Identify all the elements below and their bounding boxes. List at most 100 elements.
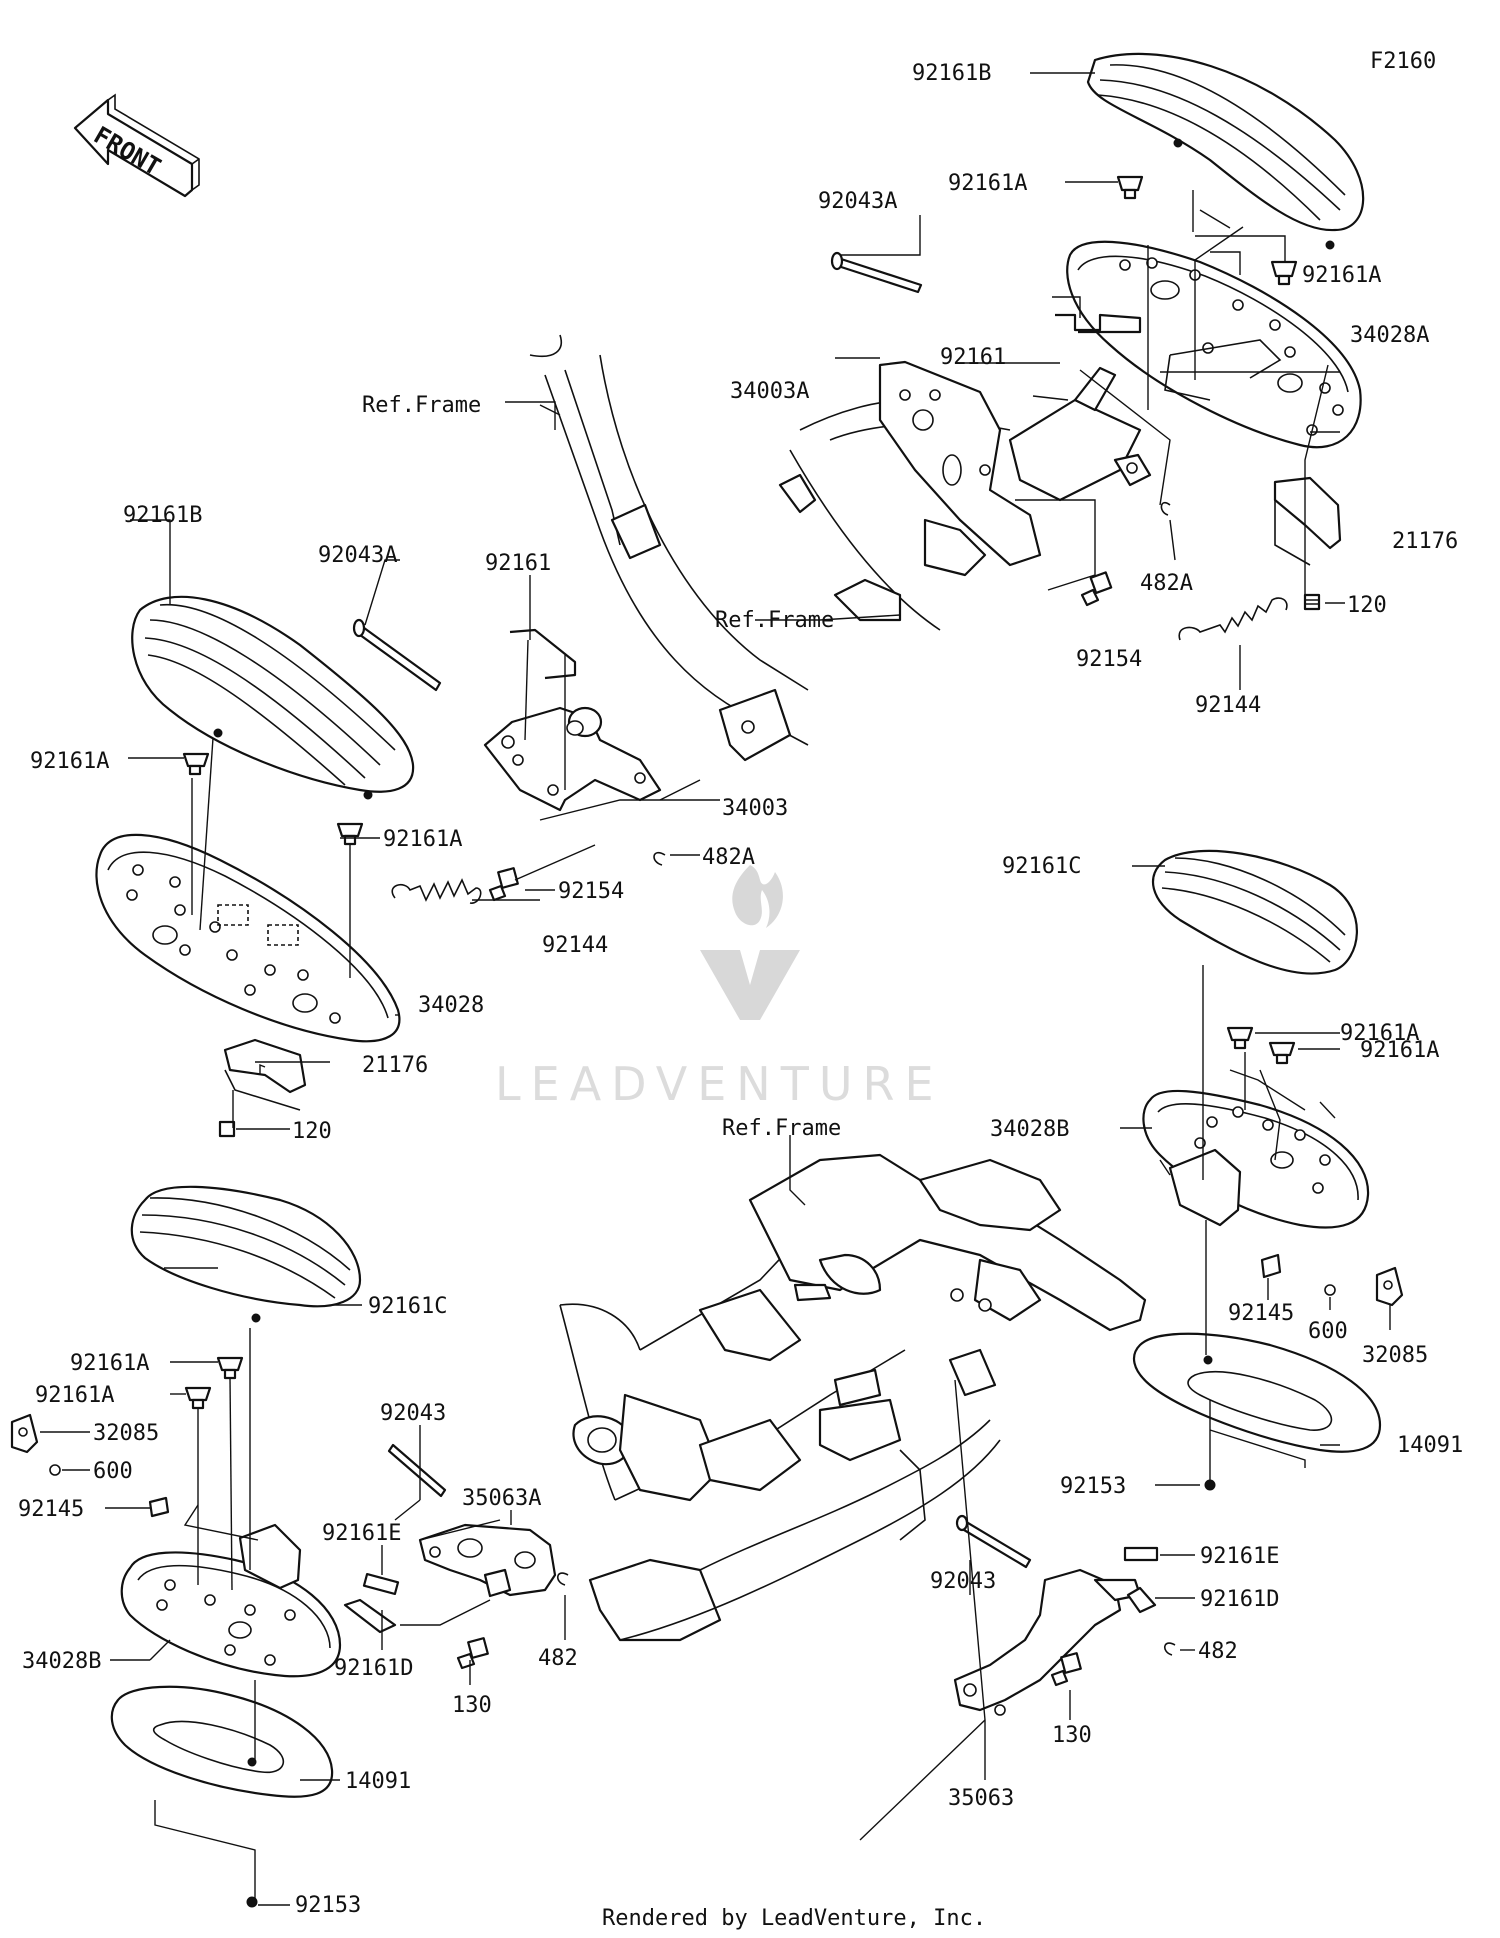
bracket-34003 (483, 706, 662, 812)
bolt-130-right (1050, 1652, 1082, 1687)
damper-92161A-l1 (182, 752, 210, 768)
label-482-right: 482 (1198, 1639, 1238, 1664)
footboard-right-top (1066, 52, 1365, 611)
label-34028B-right: 34028B (990, 1117, 1069, 1142)
label-120-tr: 120 (1347, 593, 1387, 618)
footer-credit: Rendered by LeadVenture, Inc. (602, 1906, 986, 1931)
label-32085-left: 32085 (93, 1421, 159, 1446)
bracket-35063-assembly (953, 1514, 1176, 1716)
ref-frame-center (529, 334, 809, 762)
label-130-center: 130 (452, 1693, 492, 1718)
damper-92161A-l2 (336, 822, 364, 838)
label-92161A-right1: 92161A (1340, 1021, 1419, 1046)
label-92161A-bl2: 92161A (35, 1383, 114, 1408)
floorboard-14091-right (1132, 1332, 1382, 1453)
footboard-right-mid (1132, 849, 1404, 1491)
footboard-plate-34028B-right (1142, 1089, 1370, 1229)
rubber-pad-92161B-left (131, 595, 415, 793)
bracket-35063A-assembly (343, 1443, 569, 1670)
label-ref-frame-c: Ref.Frame (722, 1116, 841, 1141)
part-labels: 92161B 92161A 92043A 92161A 92161 34028A… (18, 61, 1463, 1918)
watermark-text: LEADVENTURE (495, 1057, 944, 1111)
label-92161A-right2: 92161A (1360, 1038, 1439, 1063)
ball-600-left (49, 1464, 61, 1476)
spring-92145-right (1260, 1253, 1282, 1279)
label-600-right: 600 (1308, 1319, 1348, 1344)
floorboard-14091-left (110, 1685, 334, 1798)
label-14091-left: 14091 (345, 1769, 411, 1794)
label-14091-right: 14091 (1397, 1433, 1463, 1458)
label-92043A-left: 92043A (318, 543, 397, 568)
watermark: LEADVENTURE (495, 865, 944, 1111)
label-34028A: 34028A (1350, 323, 1429, 348)
label-92144-left: 92144 (542, 933, 608, 958)
label-482-center: 482 (538, 1646, 578, 1671)
clip-482-center (557, 1572, 569, 1586)
label-92161D-right: 92161D (1200, 1587, 1279, 1612)
bracket-34003A-assembly (778, 313, 1282, 631)
pin-92043-center (387, 1443, 447, 1498)
damper-92161A-bl1 (216, 1356, 244, 1372)
label-34003A: 34003A (730, 379, 809, 404)
label-92161D-center: 92161D (334, 1656, 413, 1681)
damper-92161A-tr1 (1116, 175, 1144, 192)
clip-482A-tr (1160, 501, 1171, 516)
label-35063: 35063 (948, 1786, 1014, 1811)
label-92161B-top: 92161B (912, 61, 991, 86)
label-32085-right: 32085 (1362, 1343, 1428, 1368)
footboard-plate-34028A (1066, 240, 1362, 449)
damper-92161A-r1 (1226, 1026, 1254, 1042)
label-34028B-left: 34028B (22, 1649, 101, 1674)
label-34003: 34003 (722, 796, 788, 821)
spring-92144-tr (1178, 597, 1288, 641)
label-34028: 34028 (418, 993, 484, 1018)
label-92161-tr: 92161 (940, 345, 1006, 370)
damper-92161A-tr2 (1270, 260, 1298, 278)
label-92161A-bl1: 92161A (70, 1351, 149, 1376)
ref-frame-lower (559, 1153, 1147, 1642)
label-482A-left: 482A (702, 845, 755, 870)
rubber-pad-92161C-left (130, 1185, 362, 1308)
label-92043-center: 92043 (380, 1401, 446, 1426)
clip-482A-left (653, 851, 666, 866)
label-92161A-left2: 92161A (383, 827, 462, 852)
damper-92161A-r2 (1268, 1041, 1296, 1057)
pin-92043A-tr (830, 251, 923, 294)
footboard-left-bottom (10, 1185, 362, 1908)
label-92154-tr: 92154 (1076, 647, 1142, 672)
label-92153-right: 92153 (1060, 1474, 1126, 1499)
label-92153-left: 92153 (295, 1893, 361, 1918)
label-ref-frame-a: Ref.Frame (362, 393, 481, 418)
label-21176-left: 21176 (362, 1053, 428, 1078)
label-35063A: 35063A (462, 1486, 541, 1511)
label-92154-left: 92154 (558, 879, 624, 904)
bolt-130-center (456, 1637, 489, 1670)
label-92043A-tr: 92043A (818, 189, 897, 214)
label-ref-frame-b: Ref.Frame (715, 608, 834, 633)
leader-lines (40, 72, 1391, 1906)
label-92161B-left: 92161B (123, 503, 202, 528)
label-92145-right: 92145 (1228, 1301, 1294, 1326)
stopper-92161E-center (362, 1572, 400, 1596)
bolt-92154-left (488, 867, 519, 902)
label-92161C-left: 92161C (368, 1294, 447, 1319)
label-600-left: 600 (93, 1459, 133, 1484)
label-92161A-left1: 92161A (30, 749, 109, 774)
label-92161E-right: 92161E (1200, 1544, 1279, 1569)
rubber-pad-92161C-right (1151, 849, 1358, 975)
label-482A-tr: 482A (1140, 571, 1193, 596)
bracket-35063A (418, 1523, 557, 1597)
bolt-92161D-right (1126, 1586, 1157, 1614)
bracket-34003-assembly (483, 628, 662, 812)
label-92043-right: 92043 (930, 1569, 996, 1594)
bolt-92161D-center (343, 1598, 397, 1634)
bolt-120-tr (1303, 593, 1321, 611)
cover-21176-tr (1273, 476, 1342, 550)
front-arrow: FRONT (73, 93, 200, 198)
footboard-left-mid (95, 595, 415, 1138)
label-92161C-right: 92161C (1002, 854, 1081, 879)
spring-92144-left (391, 878, 482, 904)
cover-21176-left (223, 1038, 307, 1094)
watermark-flame-icon (732, 865, 783, 928)
